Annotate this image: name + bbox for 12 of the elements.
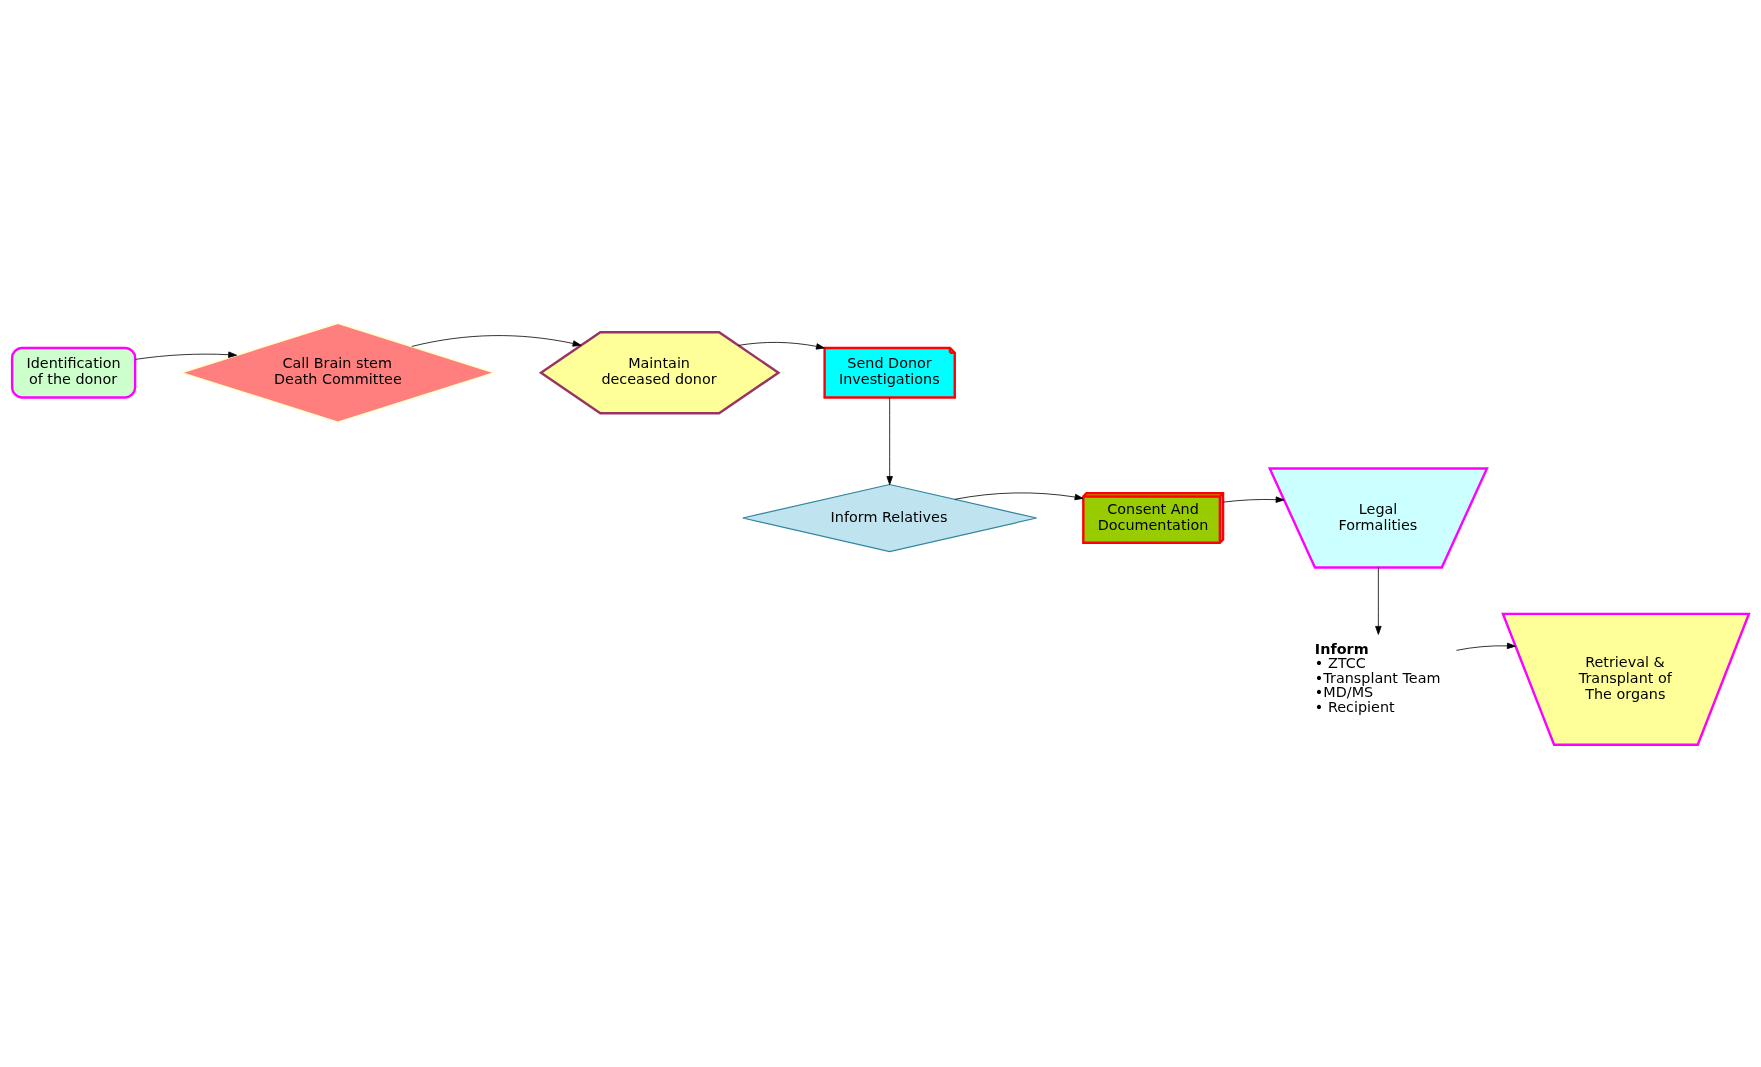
- arrow: [954, 492, 1084, 500]
- arrow: [1375, 566, 1382, 635]
- node-box: Identification of the donor: [10, 346, 137, 399]
- arrow: [1456, 642, 1516, 651]
- arrow: [411, 334, 582, 347]
- node-diamond: Inform Relatives: [742, 483, 1038, 552]
- arrow: [1222, 495, 1285, 503]
- node-text: Inform • ZTCC •Transplant Team •MD/MS • Recipient: [1314, 640, 1441, 715]
- node-diamond: Call Brain stem Death Committee: [178, 321, 498, 423]
- arrow: [134, 351, 237, 360]
- arrow: [886, 396, 893, 485]
- arrow: [738, 341, 825, 350]
